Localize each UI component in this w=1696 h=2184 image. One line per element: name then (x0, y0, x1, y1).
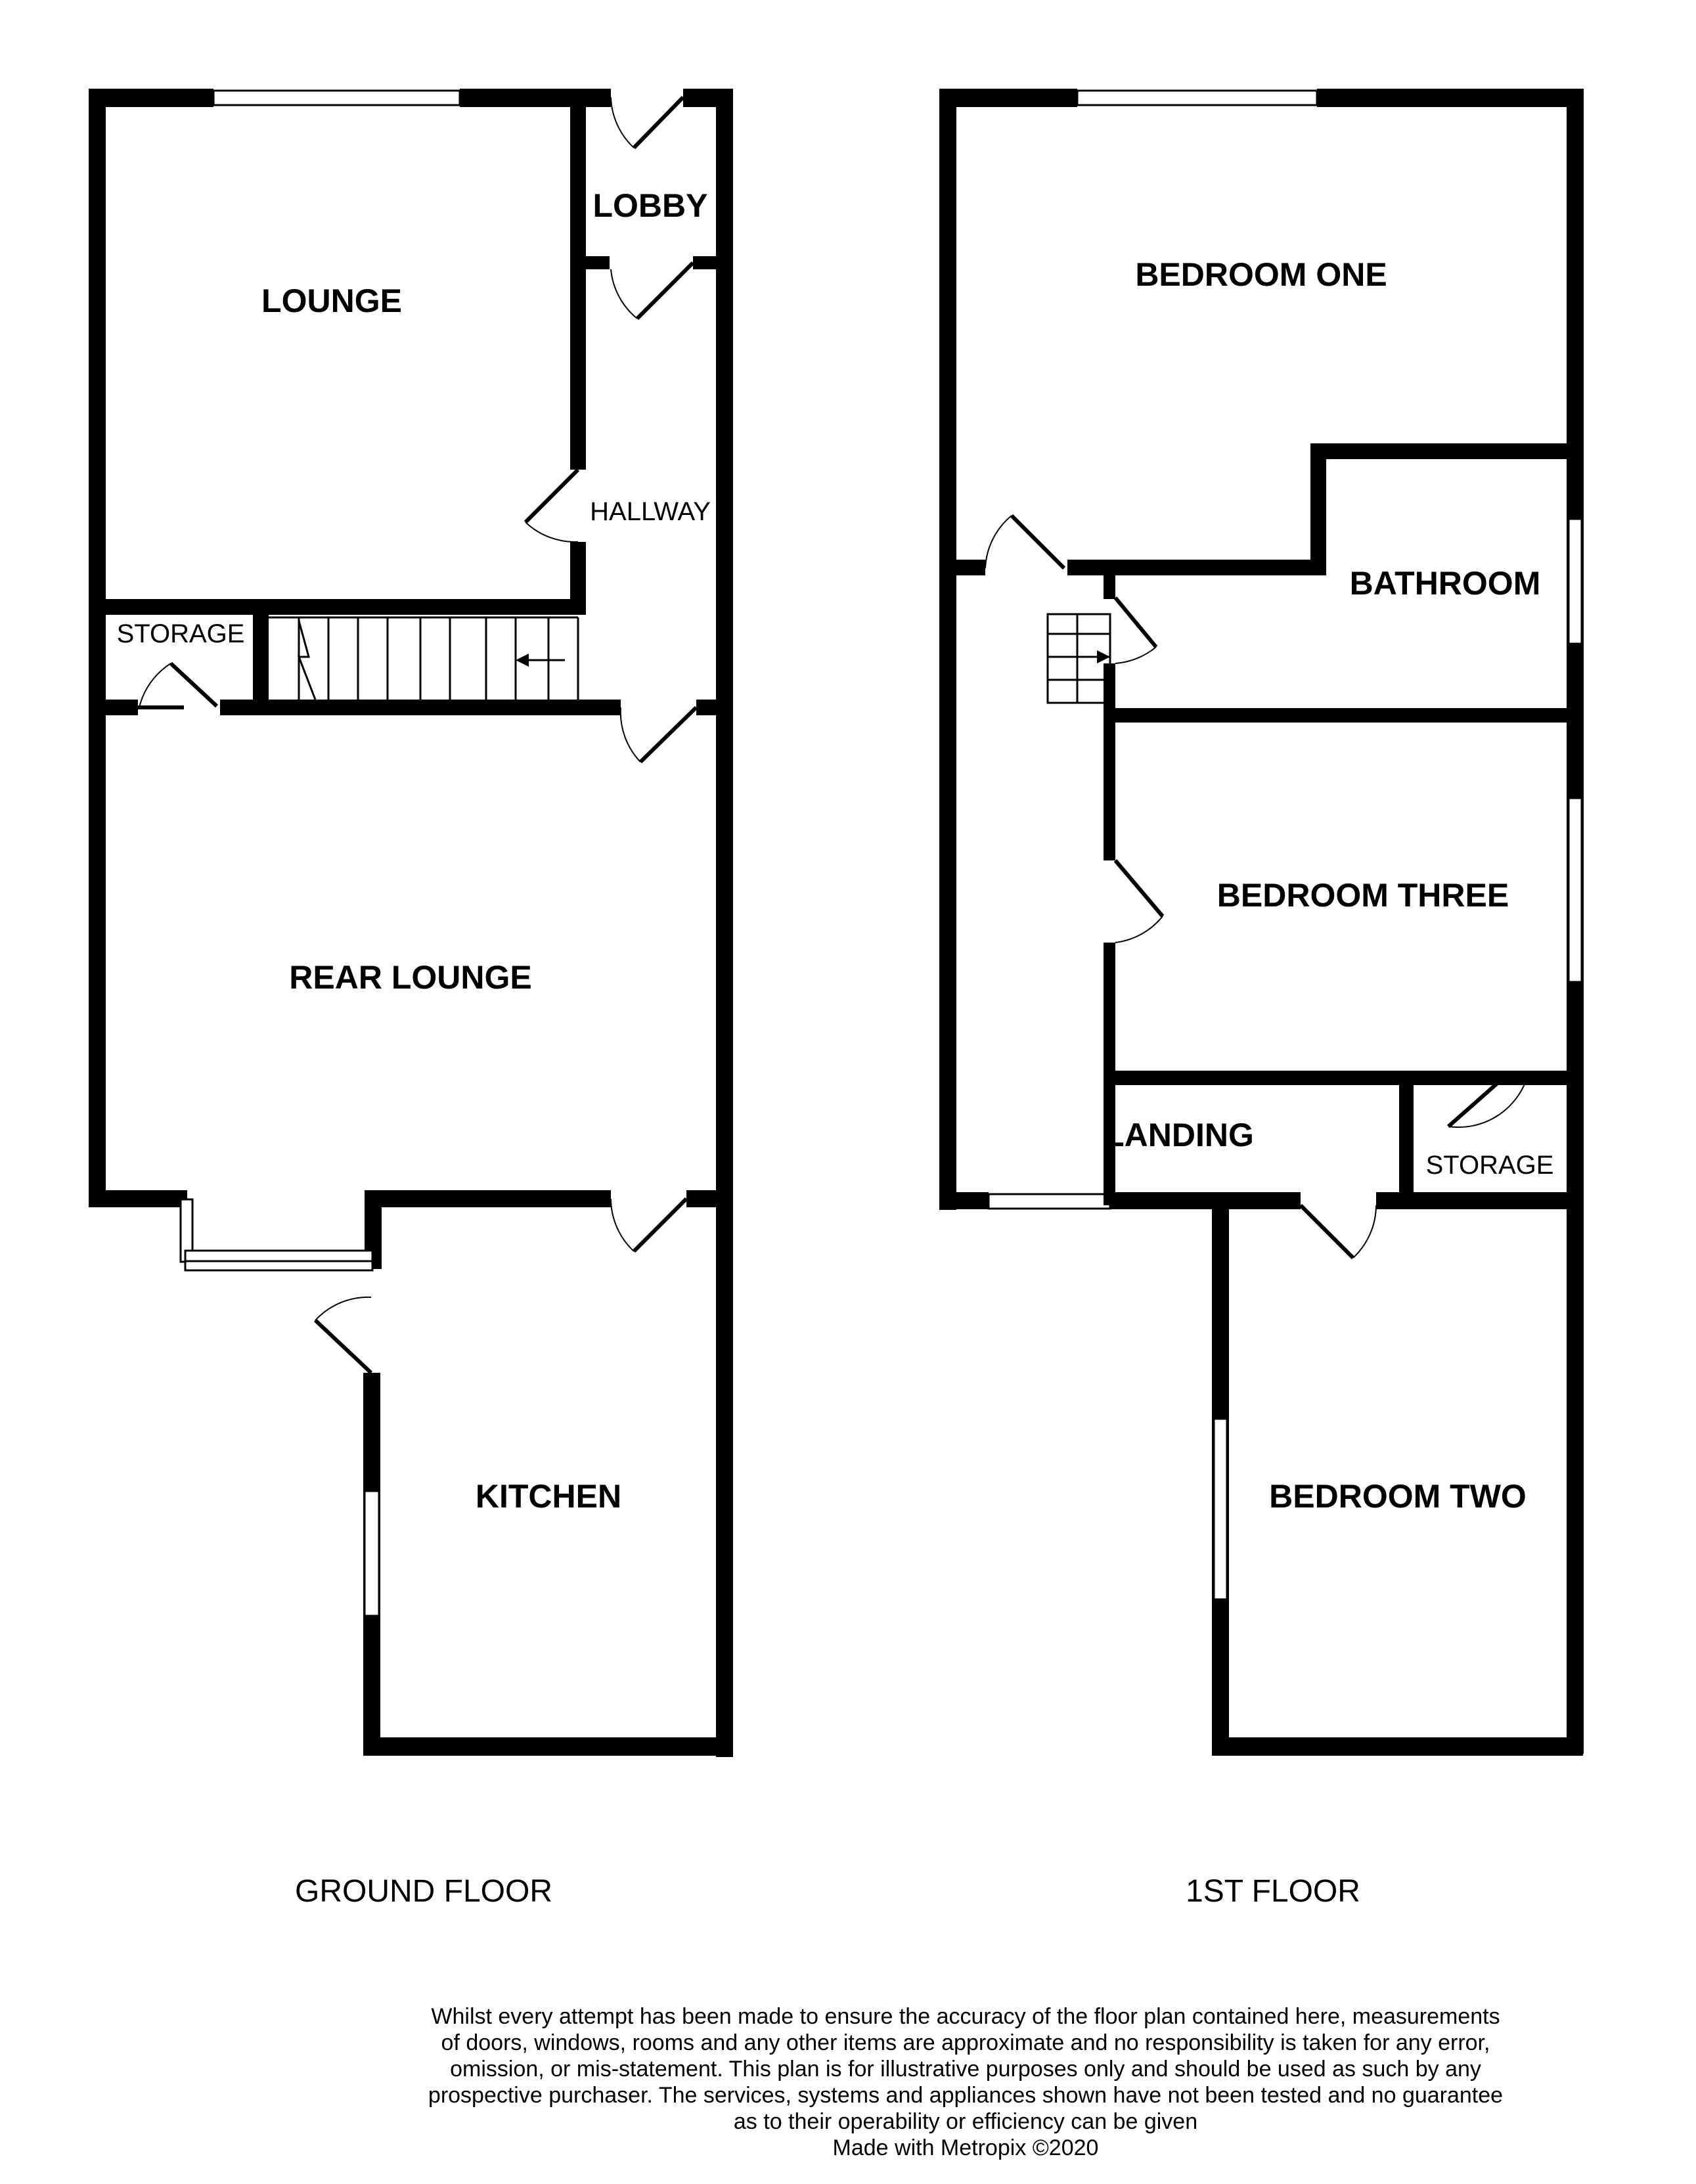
disclaimer: Whilst every attempt has been made to en… (342, 2003, 1590, 2161)
staircase (269, 616, 579, 700)
wall (1110, 1192, 1301, 1209)
room-label-lobby: LOBBY (593, 187, 708, 224)
room-label-bathroom: BATHROOM (1350, 565, 1541, 602)
wall (253, 608, 269, 709)
ground-floor-plan: LOUNGE LOBBY HALLWAY STORAGE REAR LOUNGE… (89, 89, 733, 1909)
wall (686, 1190, 732, 1207)
room-label-lounge: LOUNGE (261, 282, 402, 319)
room-label-bedroom-three: BEDROOM THREE (1217, 877, 1509, 914)
wall (89, 89, 106, 1205)
first-floor-title: 1ST FLOOR (1186, 1874, 1360, 1909)
wall (89, 700, 138, 715)
window (184, 1260, 374, 1272)
window (1076, 89, 1318, 106)
wall (1317, 89, 1583, 107)
wall (1310, 443, 1583, 459)
wall (939, 560, 985, 575)
window (212, 89, 461, 106)
stair-direction-arrow (1097, 650, 1110, 663)
wall (220, 700, 621, 715)
doors (138, 95, 698, 1375)
window (184, 1249, 374, 1262)
doors (985, 514, 1528, 1260)
disclaimer-line: prospective purchaser. The services, sys… (428, 2083, 1504, 2108)
window (1213, 1417, 1228, 1601)
wall (89, 1190, 187, 1207)
window (987, 1193, 1111, 1210)
room-label-rear-lounge: REAR LOUNGE (289, 959, 531, 996)
wall (1310, 443, 1326, 575)
wall (570, 256, 610, 269)
wall (363, 1737, 733, 1756)
wall (89, 599, 586, 615)
wall (570, 89, 586, 470)
room-label-storage: STORAGE (117, 619, 245, 648)
wall (693, 256, 732, 269)
room-label-hallway: HALLWAY (590, 497, 711, 526)
window (1567, 518, 1583, 645)
wall (460, 89, 611, 107)
window (1567, 797, 1583, 983)
room-label-landing: LANDING (1104, 1117, 1254, 1153)
wall (939, 1192, 989, 1209)
staircase (1046, 613, 1111, 704)
stair-direction-arrow (516, 654, 529, 667)
wall (939, 89, 956, 1210)
disclaimer-line: omission, or mis-statement. This plan is… (450, 2057, 1481, 2082)
wall (696, 700, 732, 715)
credit-line: Made with Metropix ©2020 (832, 2135, 1099, 2160)
wall (716, 89, 733, 1757)
wall (939, 89, 1077, 107)
wall (1104, 708, 1583, 723)
wall (1104, 1071, 1583, 1085)
wall (1399, 1071, 1414, 1209)
ground-floor-title: GROUND FLOOR (295, 1874, 552, 1909)
window (363, 1490, 380, 1617)
disclaimer-line: of doors, windows, rooms and any other i… (441, 2030, 1490, 2055)
room-label-storage: STORAGE (1426, 1151, 1554, 1180)
disclaimer-line: as to their operability or efficiency ca… (733, 2109, 1198, 2134)
wall (1104, 560, 1115, 599)
disclaimer-line: Whilst every attempt has been made to en… (431, 2004, 1500, 2029)
room-label-kitchen: KITCHEN (476, 1478, 621, 1515)
room-label-bedroom-one: BEDROOM ONE (1135, 256, 1387, 293)
wall (89, 89, 213, 107)
room-label-bedroom-two: BEDROOM TWO (1269, 1478, 1527, 1515)
first-floor-plan: BEDROOM ONE BATHROOM BEDROOM THREE LANDI… (939, 89, 1584, 1909)
wall (1212, 1737, 1583, 1756)
wall (365, 1190, 611, 1207)
